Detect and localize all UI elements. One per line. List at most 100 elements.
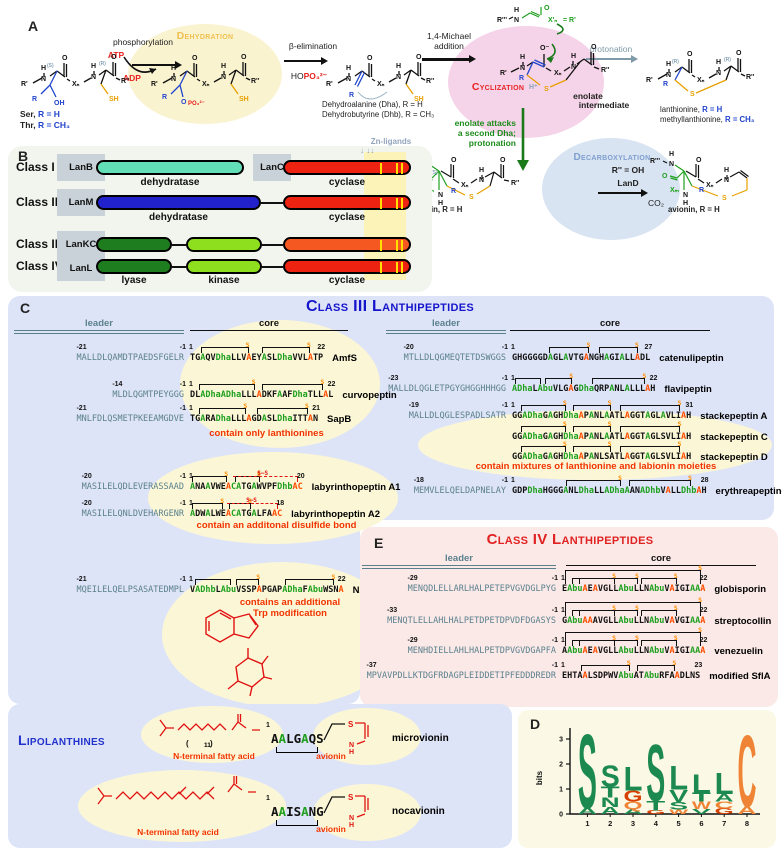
svg-text:4: 4 bbox=[654, 819, 659, 828]
residue-token: V bbox=[664, 616, 670, 626]
svg-text:): ) bbox=[210, 739, 213, 748]
residue-token: G bbox=[542, 432, 548, 442]
note-lanthionine-labionin-mixture: contain mixtures of lanthionine and labi… bbox=[475, 461, 717, 472]
logo-letter: L bbox=[624, 760, 643, 798]
atom-label: N bbox=[396, 74, 401, 81]
residue-token: AT bbox=[633, 671, 644, 681]
residue-token: Dha bbox=[277, 414, 293, 424]
peptide-name: globisporin bbox=[714, 584, 767, 595]
position-number: 22 bbox=[699, 575, 708, 582]
thioether-bracket: S bbox=[572, 420, 612, 432]
atom-label: N bbox=[438, 192, 443, 199]
residue-token: A bbox=[562, 646, 568, 656]
residue-token: RFA bbox=[659, 671, 675, 681]
residue-token: QV bbox=[205, 353, 216, 363]
sulfur-label: S bbox=[243, 402, 248, 410]
residue-token: LLL bbox=[241, 390, 257, 400]
note-only-lanthionines: contain only lanthionines bbox=[209, 428, 324, 439]
logo-letter: V bbox=[669, 786, 688, 806]
atom-label: O bbox=[736, 50, 742, 57]
residue-token: LLL bbox=[230, 414, 247, 424]
residue-token: A bbox=[256, 585, 262, 595]
residue-token: A bbox=[236, 509, 242, 519]
residue-token: VGI bbox=[674, 616, 691, 626]
panel-e-box: E Class IV Lanthipeptides leader core ME… bbox=[360, 527, 778, 707]
logo-letter: A bbox=[601, 806, 620, 817]
logo-letter: S bbox=[601, 760, 620, 793]
residue-token: V bbox=[664, 584, 670, 594]
thioether-bracket: S bbox=[628, 474, 692, 486]
dehydration-title: Dehydration bbox=[176, 30, 234, 42]
atom-label: R'' bbox=[121, 78, 130, 85]
atom-label: N bbox=[514, 17, 519, 24]
thioether-bracket: S bbox=[261, 341, 311, 353]
arrow-decarboxylation bbox=[598, 187, 648, 198]
arrow-beta-elimination bbox=[284, 55, 328, 66]
leader-underline bbox=[362, 565, 556, 569]
core-sequence: DLADhaADhaLLLADKFAAFDhaTLLAL bbox=[190, 390, 333, 400]
sulfur-label: S bbox=[673, 572, 678, 580]
peptide-name: streptocollin bbox=[714, 616, 772, 627]
residue-token: A bbox=[669, 646, 675, 656]
dehydratase-domain-bar bbox=[96, 195, 261, 210]
residue-token: NA bbox=[195, 482, 206, 492]
core-sequence: AAbuAEAVGLLAbuLLNAbuVAIGIAAA bbox=[562, 646, 705, 656]
atom-label: N bbox=[669, 161, 674, 168]
atom-label: O bbox=[416, 54, 422, 61]
residue-token: A bbox=[225, 482, 231, 492]
residue-token: A bbox=[578, 432, 584, 442]
note-trp-modification-2: Trp modification bbox=[253, 608, 327, 619]
residue-token: GD bbox=[251, 414, 262, 424]
logo-letter: L bbox=[692, 769, 711, 799]
sulfur-label: S bbox=[635, 604, 639, 612]
atom-label: O bbox=[111, 54, 117, 61]
atom-label: H bbox=[396, 63, 401, 70]
atom-label: Xₙ bbox=[461, 182, 469, 189]
svg-text:bits: bits bbox=[535, 770, 544, 785]
leader-sequence: MENQDLELLARLHALPETEPVGVDGLPYG bbox=[407, 584, 556, 594]
residue-token: WSN bbox=[323, 585, 339, 595]
core-sequence: GDPDhaHGGGANLDhaLLADhaAANADhbVALLDhbAH bbox=[512, 486, 707, 496]
residue-token: A bbox=[587, 616, 593, 626]
atom-label: N bbox=[479, 177, 484, 184]
position-number: -23 bbox=[388, 375, 399, 382]
cyclase-label: cyclase bbox=[328, 275, 366, 286]
atom-label: Xₙ bbox=[202, 81, 210, 88]
position-number: -1 bbox=[551, 607, 558, 614]
logo-letter: A bbox=[578, 806, 599, 816]
atom-label: N bbox=[716, 70, 721, 77]
position-number: -21 bbox=[76, 576, 87, 583]
position-number: -1 bbox=[551, 575, 558, 582]
class-iii-label: Class III bbox=[16, 237, 62, 251]
thioether-bracket: S bbox=[640, 634, 678, 646]
residue-token: QS bbox=[308, 731, 324, 746]
atom-label: R' bbox=[646, 77, 653, 84]
core-underline bbox=[566, 565, 756, 566]
enolate-caption-2: intermediate bbox=[578, 100, 630, 110]
arrow-protonation bbox=[586, 53, 638, 64]
peptide-name: labyrinthopeptin A1 bbox=[311, 482, 401, 493]
residue-token: GG bbox=[512, 432, 523, 442]
domain-connector bbox=[172, 266, 186, 268]
position-number: -29 bbox=[407, 637, 418, 644]
atom-label: R bbox=[349, 92, 354, 99]
residue-token: A bbox=[604, 411, 610, 421]
atom-label: O bbox=[62, 55, 68, 62]
enolate-attacks-line1: enolate attacks bbox=[454, 118, 516, 128]
svg-text:8: 8 bbox=[745, 819, 749, 828]
residue-token: E bbox=[587, 584, 593, 594]
atom-label: (R) bbox=[672, 59, 679, 65]
r-equals-oh-label: R'' = OH bbox=[611, 165, 645, 175]
logo-letter: Q bbox=[624, 800, 643, 812]
position-number: -37 bbox=[366, 662, 377, 669]
cyclase-domain-bar bbox=[283, 195, 411, 210]
atom-label: H bbox=[479, 167, 484, 174]
peptide-name: modified SflA bbox=[709, 671, 771, 682]
atom-label: O bbox=[192, 55, 198, 62]
residue-token: A bbox=[282, 585, 288, 595]
sulfur-label: S bbox=[688, 474, 692, 482]
residue-token: ATL bbox=[609, 432, 625, 442]
